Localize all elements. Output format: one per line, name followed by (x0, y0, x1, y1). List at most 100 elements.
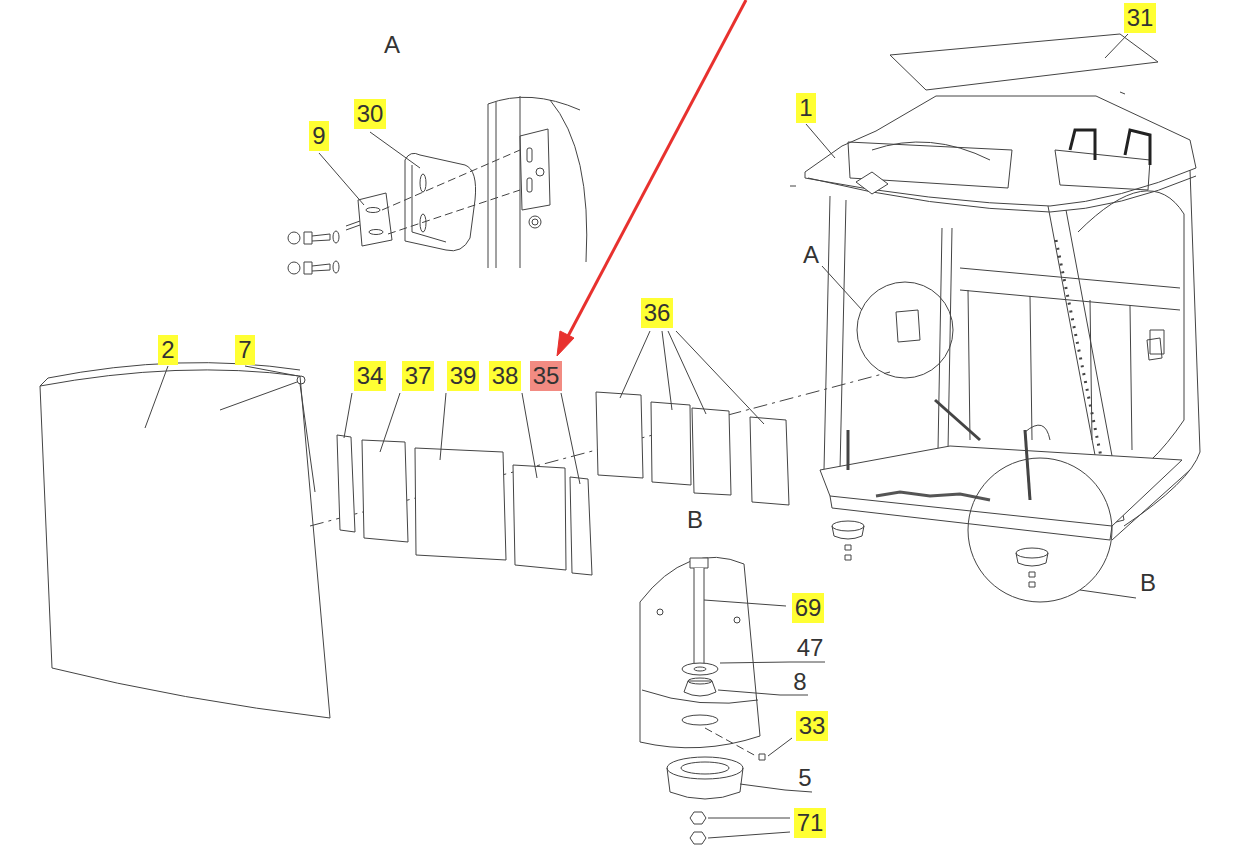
drawing-stroke (1105, 34, 1128, 58)
drawing-stroke (847, 430, 850, 470)
drawing-stroke (420, 214, 426, 232)
drawing-stroke (550, 100, 587, 262)
drawing-stroke (1130, 306, 1132, 450)
drawing-stroke (759, 754, 765, 760)
drawing-stroke (566, 0, 746, 340)
drawing-stroke (1025, 430, 1030, 500)
drawing-stroke (1029, 582, 1035, 587)
drawing-stroke (557, 331, 574, 356)
drawing-stroke (692, 408, 731, 495)
drawing-stroke (640, 557, 760, 747)
drawing-stroke (682, 663, 718, 675)
drawing-stroke (488, 97, 580, 110)
drawing-stroke (370, 132, 420, 168)
drawing-stroke (536, 168, 544, 176)
drawing-stroke (532, 219, 538, 225)
drawing-stroke (245, 366, 298, 376)
drawing-stroke (220, 382, 297, 410)
drawing-stroke (620, 331, 650, 398)
drawing-stroke (690, 558, 708, 568)
drawing-stroke (832, 521, 864, 531)
drawing-stroke (805, 96, 1196, 206)
callout-number: 8 (790, 667, 809, 697)
leader-line (806, 124, 835, 158)
drawing-stroke (690, 832, 706, 844)
drawing-stroke (890, 34, 1158, 90)
callout-number: 34 (354, 361, 387, 391)
drawing-stroke (681, 762, 729, 774)
drawing-stroke (1112, 470, 1190, 540)
drawing-stroke (1055, 150, 1150, 190)
drawing-stroke (1080, 590, 1136, 598)
drawing-stroke (938, 228, 942, 450)
drawing-stroke (1150, 330, 1164, 354)
drawing-stroke (684, 681, 716, 696)
callout-number: 7 (235, 335, 254, 365)
drawing-stroke (440, 393, 446, 460)
drawing-stroke (1016, 553, 1048, 566)
drawing-stroke (382, 150, 520, 210)
callout-number: 39 (447, 361, 480, 391)
drawing-stroke (676, 331, 764, 424)
drawing-stroke (297, 376, 305, 384)
drawing-stroke (561, 393, 580, 484)
drawing-stroke (1147, 338, 1162, 360)
drawing-stroke (657, 609, 663, 615)
drawing-stroke (876, 492, 990, 500)
drawing-stroke (358, 193, 392, 246)
drawing-stroke (694, 667, 706, 671)
drawing-stroke (960, 268, 1180, 288)
cabin-frame (790, 96, 1200, 602)
detail-a (288, 96, 587, 274)
drawing-stroke (420, 174, 426, 192)
drawing-stroke (688, 678, 712, 684)
callout-number: 1 (796, 93, 815, 123)
drawing-stroke (380, 393, 400, 452)
drawing-stroke (40, 363, 300, 386)
drawing-stroke (720, 662, 825, 663)
drawing-stroke (1029, 572, 1035, 577)
drawing-stroke (520, 96, 521, 268)
drawing-stroke (935, 400, 980, 440)
drawing-stroke (40, 370, 330, 718)
drawing-stroke (840, 200, 846, 470)
view-letter: B (684, 505, 706, 535)
drawing-stroke (832, 526, 864, 539)
callout-number: 69 (792, 593, 825, 623)
drawing-stroke (750, 417, 789, 505)
drawing-stroke (304, 232, 330, 244)
drawing-stroke (734, 617, 740, 623)
callout-number: 33 (796, 711, 829, 741)
drawing-stroke (822, 266, 862, 310)
drawing-stroke (145, 366, 168, 428)
drawing-stroke (496, 102, 497, 268)
drawing-stroke (362, 440, 408, 542)
drawing-stroke (708, 832, 790, 838)
drawing-stroke (415, 448, 506, 560)
callout-number: 71 (794, 808, 827, 838)
drawing-stroke (820, 446, 1182, 526)
drawing-stroke (1070, 130, 1150, 165)
callout-number: 5 (795, 763, 814, 793)
drawing-stroke (845, 555, 851, 560)
callout-number: 9 (309, 121, 328, 151)
callout-number: 30 (354, 99, 387, 129)
view-letter: B (1137, 568, 1159, 598)
drawing-stroke (596, 392, 643, 478)
callout-number: 2 (158, 335, 177, 365)
drawing-stroke (667, 757, 743, 779)
drawing-stroke (968, 290, 970, 440)
drawing-stroke (856, 172, 888, 194)
callout-number: 31 (1124, 3, 1157, 33)
callout-number: 35 (530, 361, 563, 391)
drawing-stroke (830, 496, 1112, 540)
drawing-stroke (304, 262, 330, 274)
drawing-stroke (1078, 191, 1184, 482)
drawing-stroke (948, 228, 952, 450)
drawing-stroke (344, 393, 352, 438)
drawing-stroke (1120, 92, 1125, 94)
drawing-stroke (1025, 425, 1050, 440)
drawing-stroke (319, 153, 364, 205)
